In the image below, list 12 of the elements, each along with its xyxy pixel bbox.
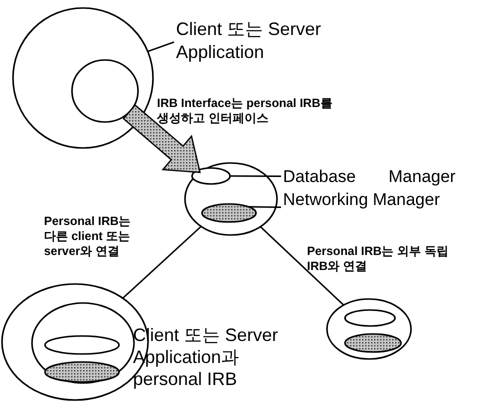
label-text: Database Manager <box>283 166 456 187</box>
edge-label: IRB Interface는 personal IRB를 생성하고 인터페이스 <box>157 96 334 126</box>
connector-line <box>248 206 282 208</box>
label-text: Networking Manager <box>283 189 440 210</box>
edge-label: Personal IRB는 외부 독립 IRB와 연결 <box>307 244 450 274</box>
connector-line <box>230 175 281 177</box>
block-arrow <box>122 104 201 174</box>
label-text: Client 또는 Server Application <box>176 18 322 64</box>
connector-line <box>260 226 344 306</box>
connector-line <box>122 226 202 299</box>
edge-label: Personal IRB는 다른 client 또는 server와 연결 <box>44 214 132 259</box>
connector-line <box>148 41 174 52</box>
